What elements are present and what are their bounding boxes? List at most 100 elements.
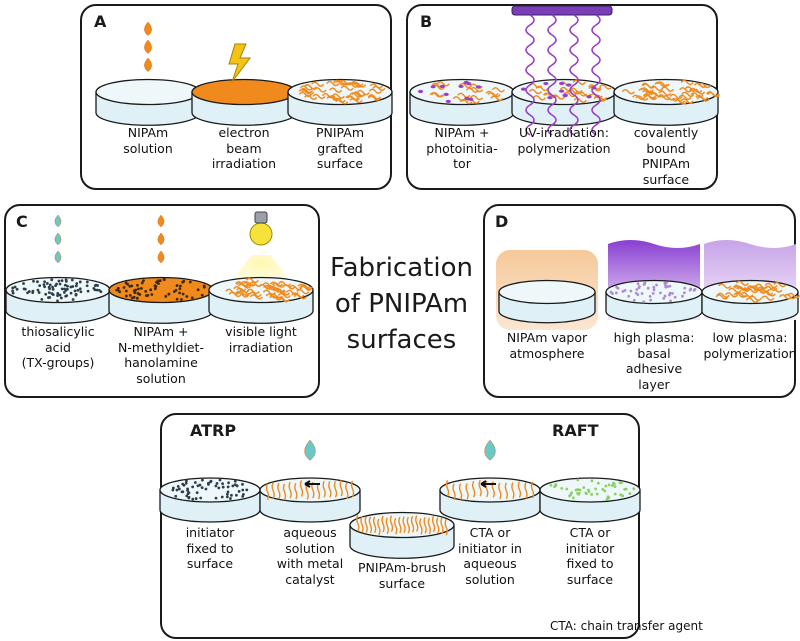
caption-line: PNIPAm xyxy=(315,125,365,140)
caption-line: solution xyxy=(123,140,173,156)
droplet-icon xyxy=(54,214,62,228)
caption-line: solution xyxy=(136,370,186,386)
caption-line: hanolamine xyxy=(124,355,198,370)
droplet-icon xyxy=(304,439,316,461)
caption-line: photoinitia- xyxy=(426,140,498,156)
droplet-icon xyxy=(54,232,62,246)
droplet-icon xyxy=(157,250,165,264)
caption-line: with metal xyxy=(276,556,344,571)
caption-line: surface xyxy=(642,171,690,187)
caption-line: PNIPAm xyxy=(641,156,691,171)
petri-dish xyxy=(191,78,297,126)
droplet-icon xyxy=(54,250,62,264)
caption-line: aqueous xyxy=(463,556,517,571)
caption-line: covalently xyxy=(633,125,699,140)
petri-dish xyxy=(498,279,596,324)
panel_b-caption: UV-irradiation:polymerization xyxy=(517,125,610,156)
uv-light-wave xyxy=(591,14,601,136)
petri-dish xyxy=(605,279,703,324)
petri-dish xyxy=(208,276,314,324)
caption-line: catalyst xyxy=(285,571,335,587)
caption-line: surface xyxy=(186,556,234,571)
caption-line: NIPAm + xyxy=(133,324,189,339)
panel_d-caption: low plasma:polymerization xyxy=(703,330,796,361)
caption-line: aqueous xyxy=(283,525,337,540)
arrow-left-icon xyxy=(480,480,496,488)
figure-title: Fabrication of PNIPAm surfaces xyxy=(320,250,483,358)
panel-a-label: A xyxy=(94,12,107,31)
caption-line: thiosalicylic xyxy=(21,324,95,339)
petri-dish xyxy=(287,78,393,126)
droplet-icon xyxy=(144,57,152,72)
panel-b-label: B xyxy=(420,12,433,31)
caption-line: adhesive xyxy=(625,361,683,376)
petri-dish xyxy=(159,477,261,523)
caption-line: beam xyxy=(226,140,262,156)
atrp-label: ATRP xyxy=(190,421,237,440)
caption-line: UV-irradiation: xyxy=(519,125,609,140)
caption-line: PNIPAm-brush xyxy=(358,560,446,575)
cta-footnote: CTA: chain transfer agent xyxy=(550,619,703,633)
caption-line: irradiation xyxy=(228,339,294,355)
caption-line: acid xyxy=(45,339,71,355)
caption-line: initiator xyxy=(185,525,235,540)
uv-light-wave xyxy=(547,14,557,136)
petri-dish xyxy=(613,78,721,126)
light-bulb-base xyxy=(254,211,268,224)
petri-dish xyxy=(701,279,800,324)
caption-line: surface xyxy=(378,575,426,591)
arrow-right-icon xyxy=(304,480,320,488)
caption-line: NIPAm vapor xyxy=(506,330,588,345)
caption-line: basal xyxy=(637,345,671,361)
lightning-bolt-icon xyxy=(228,43,251,83)
uv-lamp-icon xyxy=(511,5,613,16)
droplet-icon xyxy=(157,232,165,246)
caption-line: atmosphere xyxy=(509,345,585,361)
panel-c-label: C xyxy=(16,212,28,231)
caption-line: irradiation xyxy=(211,156,277,171)
droplet-icon xyxy=(144,21,152,36)
caption-line: NIPAm xyxy=(127,125,169,140)
caption-line: surface xyxy=(316,156,364,171)
caption-line: CTA or xyxy=(469,525,511,540)
petri-dish xyxy=(511,78,617,126)
caption-line: solution xyxy=(285,540,335,556)
caption-line: visible light xyxy=(225,324,297,339)
uv-light-wave xyxy=(569,14,579,136)
petri-dish xyxy=(5,276,111,324)
caption-line: solution xyxy=(465,571,515,587)
title-line-2: of PNIPAm xyxy=(334,289,469,319)
title-line-3: surfaces xyxy=(346,325,457,355)
caption-line: NIPAm + xyxy=(434,125,490,140)
caption-line: polymerization xyxy=(703,345,797,361)
petri-dish xyxy=(95,78,201,126)
petri-dish xyxy=(349,511,455,559)
caption-line: initiator xyxy=(565,540,615,556)
caption-line: fixed to xyxy=(566,556,614,571)
panel_b-caption: NIPAm +photoinitia-tor xyxy=(426,125,497,172)
title-line-1: Fabrication xyxy=(330,253,473,283)
light-bulb-icon xyxy=(249,222,273,246)
caption-line: N-methyldiet- xyxy=(118,339,204,355)
droplet-icon xyxy=(484,439,496,461)
raft-label: RAFT xyxy=(552,421,599,440)
caption-line: high plasma: xyxy=(613,330,695,345)
caption-line: layer xyxy=(638,376,670,392)
caption-line: polymerization xyxy=(517,140,611,156)
petri-dish xyxy=(259,477,361,523)
petri-dish xyxy=(108,276,214,324)
droplet-icon xyxy=(144,39,152,54)
petri-dish xyxy=(539,477,641,523)
